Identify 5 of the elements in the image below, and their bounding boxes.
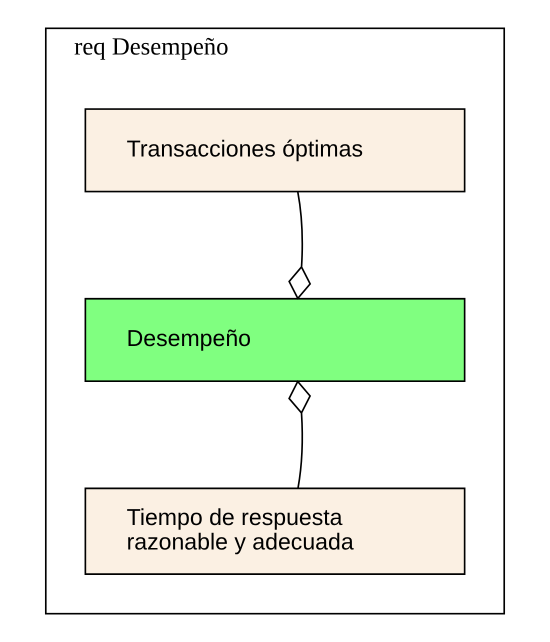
connector xyxy=(288,192,312,300)
node-box: Desempeño xyxy=(84,298,466,382)
node-box: Tiempo de respuesta razonable y adecuada xyxy=(84,488,466,575)
connector xyxy=(288,380,312,488)
node-box: Transacciones óptimas xyxy=(84,108,466,192)
